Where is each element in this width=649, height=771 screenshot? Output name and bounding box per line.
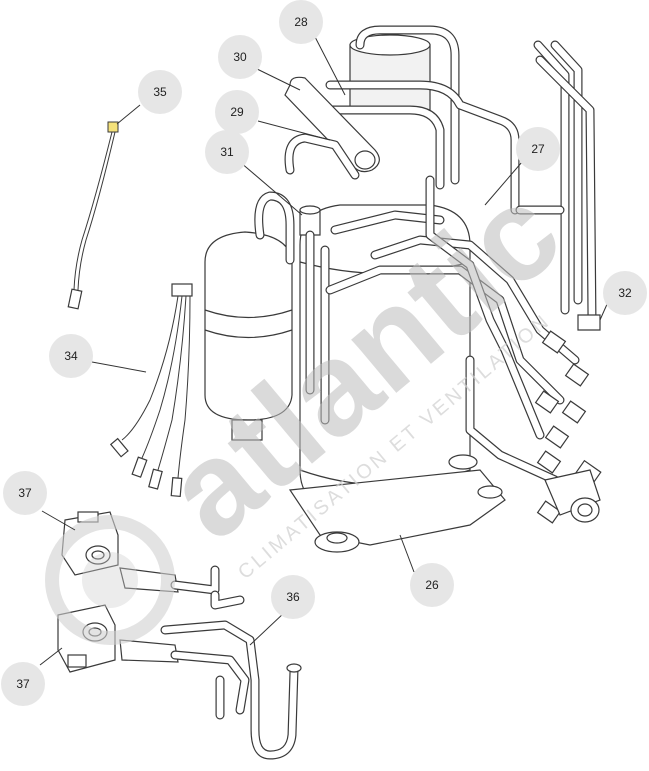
- callout-30: 30: [218, 35, 262, 79]
- callout-29-label: 29: [230, 105, 244, 119]
- leader-lines: [39, 32, 609, 666]
- callout-30-label: 30: [233, 50, 247, 64]
- callout-34-label: 34: [64, 349, 78, 363]
- top-pipework: [284, 25, 520, 425]
- callout-37-lower: 37: [1, 662, 45, 706]
- callout-27-label: 27: [531, 142, 545, 156]
- callout-34: 34: [49, 334, 93, 378]
- callout-26: 26: [410, 563, 454, 607]
- sensor-harness-34: [109, 283, 193, 498]
- callout-32-label: 32: [618, 286, 632, 300]
- callout-31: 31: [205, 130, 249, 174]
- callout-32: 32: [603, 271, 647, 315]
- callout-37-lower-label: 37: [16, 677, 30, 691]
- callout-27: 27: [516, 127, 560, 171]
- callout-31-label: 31: [220, 145, 234, 159]
- callout-37-upper-label: 37: [18, 486, 32, 500]
- callout-35-label: 35: [153, 85, 167, 99]
- valve-block: [325, 40, 602, 524]
- callout-28: 28: [279, 0, 323, 44]
- accumulator: [204, 191, 295, 441]
- callout-29: 29: [215, 90, 259, 134]
- callout-36: 36: [271, 575, 315, 619]
- callout-35: 35: [138, 70, 182, 114]
- callout-37-upper: 37: [3, 471, 47, 515]
- temperature-sensor-35: [67, 121, 119, 310]
- callout-28-label: 28: [294, 15, 308, 29]
- callout-36-label: 36: [286, 590, 300, 604]
- callout-26-label: 26: [425, 578, 439, 592]
